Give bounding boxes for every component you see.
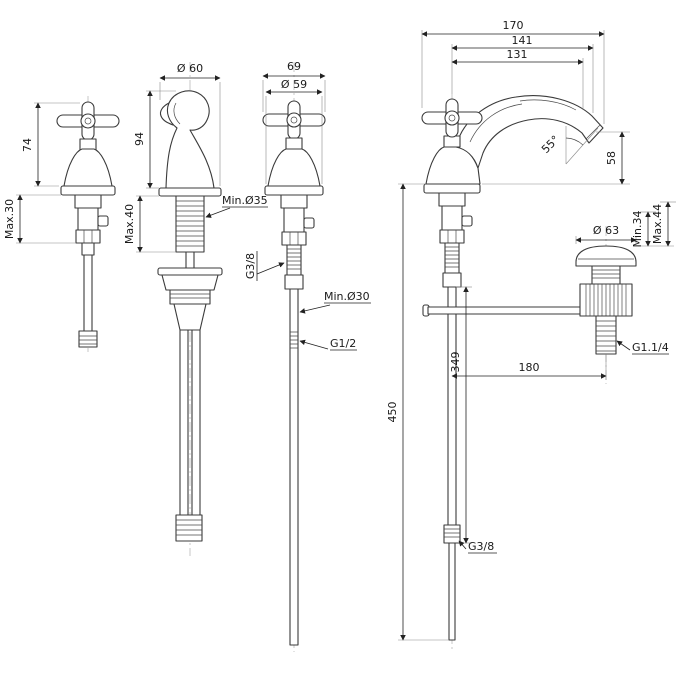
dim-170-label: 170 [503, 19, 524, 32]
tail-nut [78, 330, 98, 348]
left-valve-view [56, 101, 120, 348]
handle-hub [80, 113, 96, 129]
dim-450-label: 450 [386, 402, 399, 423]
dim-min-dia35-label: Min.Ø35 [222, 194, 268, 207]
dim-131-label: 131 [507, 48, 528, 61]
threaded-tail [444, 242, 460, 274]
dimensions: 74 Max.30 Ø 60 94 Max.40 Min.Ø35 69 [3, 19, 676, 641]
dim-55deg-label: 55° [539, 133, 562, 156]
dim-max44-label: Max.44 [651, 204, 664, 244]
side-outlet [303, 217, 315, 229]
dim-dia60-label: Ø 60 [177, 62, 203, 75]
dim-69-label: 69 [287, 60, 301, 73]
spout-base-flange [158, 187, 222, 197]
dim-min-dia30-label: Min.Ø30 [324, 290, 370, 303]
pipe-tail [448, 542, 456, 641]
threaded-tail [286, 244, 302, 276]
mounting-nut [439, 229, 465, 244]
mounting-nut [281, 231, 307, 246]
flexible-hose-left [179, 329, 189, 516]
spout-body [165, 90, 215, 189]
waste-dome [161, 274, 219, 291]
hose-nut [175, 514, 203, 542]
pipe-nut [443, 524, 461, 544]
drain-flange [575, 245, 637, 267]
center-lines [87, 62, 607, 652]
dim-58-label: 58 [605, 151, 618, 165]
handle-hub [286, 112, 302, 128]
side-outlet [461, 215, 473, 227]
dim-74-label: 74 [21, 138, 34, 152]
valve-bell [63, 148, 113, 187]
handle-hub [444, 110, 460, 126]
spout-nose [159, 102, 174, 126]
handle-neck [443, 135, 461, 148]
base-collar [264, 185, 324, 196]
dim-g12-label: G1/2 [330, 337, 356, 350]
dim-g114-label: G1.1/4 [632, 341, 669, 354]
supply-pipe [289, 288, 299, 646]
spout-column-view [157, 90, 223, 542]
assembly-view [421, 95, 604, 641]
valve-bell [267, 148, 321, 187]
dim-g38-supply-label: G3/8 [468, 540, 494, 553]
side-outlet [97, 215, 109, 227]
dim-dia63-label: Ø 63 [593, 224, 619, 237]
drain-neck [591, 265, 621, 285]
dim-min34-label: Min.34 [631, 210, 644, 247]
dim-dia59-label: Ø 59 [281, 78, 307, 91]
valve-tail-pipe [83, 254, 93, 332]
dim-max40-label: Max.40 [123, 204, 136, 244]
waste-top-flange [157, 267, 223, 276]
dim-g38-inlet-label-group: G3/8 [244, 251, 258, 281]
dim-94-label: 94 [133, 132, 146, 146]
drain-tailpiece [595, 315, 617, 355]
waste-body [169, 289, 211, 305]
mounting-nut [75, 229, 101, 244]
flexible-hose-right [191, 329, 201, 516]
dim-349-label: 349 [449, 352, 462, 373]
base-collar [60, 185, 116, 196]
supply-pipe [447, 286, 457, 526]
base-collar [423, 183, 481, 194]
threaded-shank [175, 195, 205, 253]
handle-neck [79, 138, 97, 151]
dim-141-label: 141 [512, 34, 533, 47]
drain-assembly-view [575, 245, 637, 355]
dim-g38-inlet-label: G3/8 [244, 253, 257, 279]
side-valve-view [262, 100, 326, 646]
spout-curve [455, 95, 604, 169]
dim-max30-label: Max.30 [3, 199, 16, 239]
handle-neck [285, 137, 303, 150]
dim-180-label: 180 [519, 361, 540, 374]
popup-rod [427, 306, 583, 315]
